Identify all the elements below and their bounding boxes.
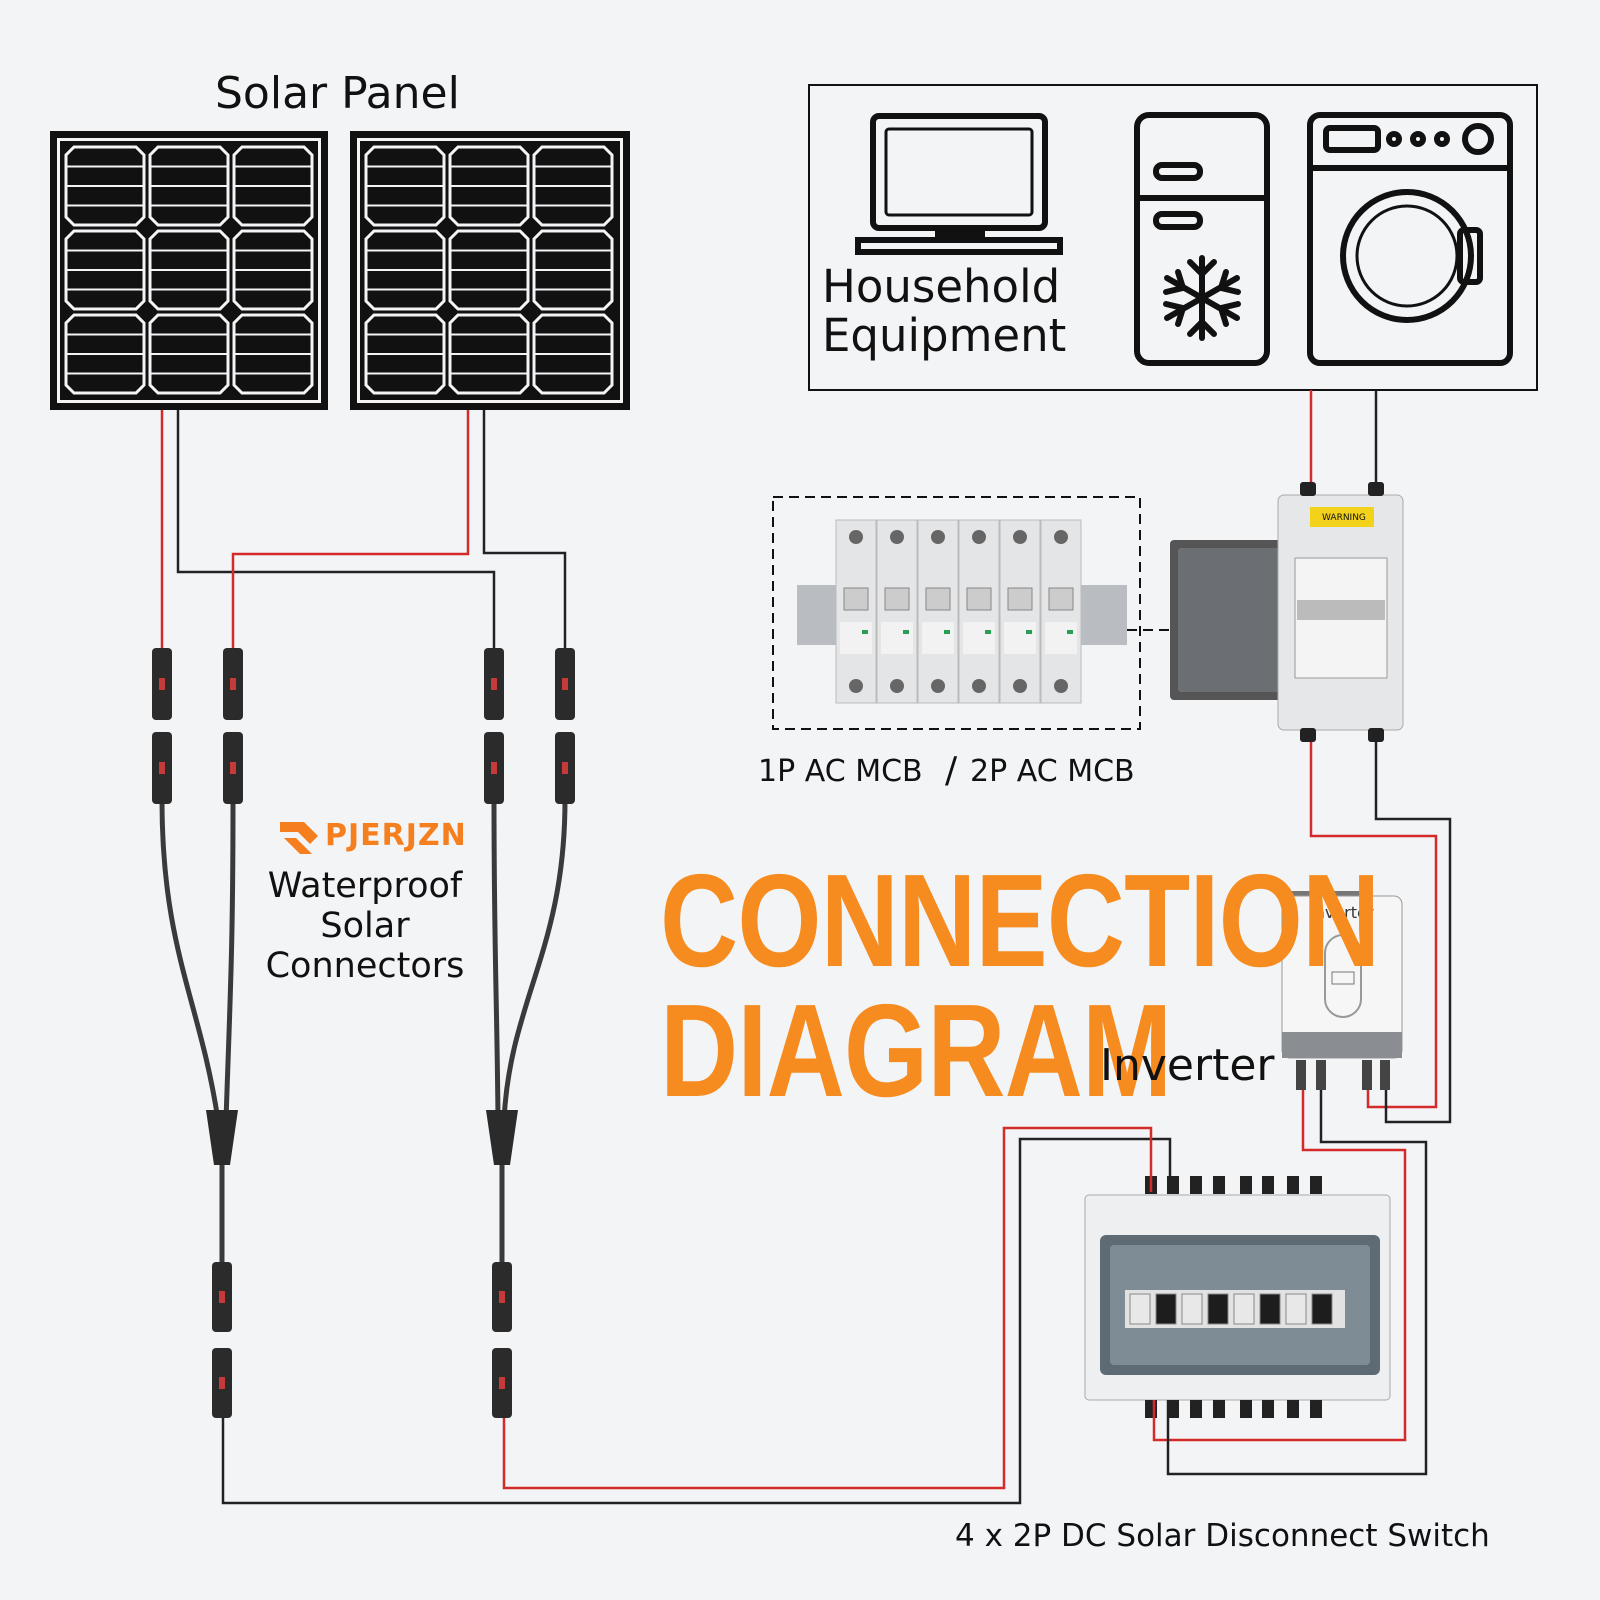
mc4-connector [484,732,504,804]
mcb-1p-label: 1P AC MCB [758,754,923,789]
mcb-breaker [917,519,959,704]
mc4-connector [152,732,172,804]
ac-distribution-box: WARNING [1170,482,1404,742]
solar-cell [364,313,446,395]
wiring [160,390,1452,1505]
solar-cell [448,313,530,395]
solar-cell [232,313,314,395]
solar-cell [532,229,614,311]
dc-disconnect-switch [1084,1176,1391,1418]
mc4-connector [212,1262,232,1332]
mc4-connector [555,648,575,720]
mcb-breakers [835,519,1082,704]
solar-cell [64,145,146,227]
inverter-device: Inverter [1281,891,1403,1090]
inverter-label: Inverter [1100,1040,1275,1091]
y-cable-left [159,799,236,1265]
solar-cell [364,145,446,227]
solar-cell [532,313,614,395]
mc4-connector [152,648,172,720]
connectors-label: Waterproof Solar Connectors [265,866,465,986]
mcb-breaker [835,519,877,704]
mc4-connector [555,732,575,804]
solar-cell [232,145,314,227]
mcb-breaker [1040,519,1082,704]
mc4-connector [223,732,243,804]
mcb-breaker [958,519,1000,704]
mcb-breaker [876,519,918,704]
solar-cell [448,229,530,311]
mc4-connector [223,648,243,720]
dc-switch-label: 4 x 2P DC Solar Disconnect Switch [955,1518,1490,1554]
snowflake-icon [1163,255,1241,341]
brand-name: PJERJZN [325,818,467,853]
y-splitter [486,1110,518,1165]
household-equipment-label: Household Equipment [822,260,1067,362]
brand-logo-icon [280,822,318,854]
warning-label: WARNING [1322,513,1366,523]
solar-cell [532,145,614,227]
mc4-connectors [152,648,575,1418]
mc4-connector [484,648,504,720]
mc4-connector [492,1348,512,1418]
solar-cell [364,229,446,311]
solar-cell [148,229,230,311]
y-cable-right [491,799,568,1265]
solar-panel-label: Solar Panel [215,68,460,119]
y-splitter [206,1110,238,1165]
solar-cell [232,229,314,311]
solar-cell [64,229,146,311]
mc4-connector [212,1348,232,1418]
solar-cell [148,145,230,227]
laptop-icon [855,113,1063,255]
inverter-device-label: Inverter [1310,903,1374,922]
mc4-connector [492,1262,512,1332]
solar-cell [148,313,230,395]
washing-machine-icon [1307,112,1513,366]
mcb-slash: / [945,750,958,791]
mcb-breaker [999,519,1041,704]
title-line-2: DIAGRAM [660,977,1172,1124]
solar-cell [448,145,530,227]
title-line-1: CONNECTION [660,847,1380,994]
household-equipment-box [808,84,1538,391]
solar-cells [64,145,614,395]
refrigerator-icon [1134,112,1270,366]
mcb-dashed-frame [772,496,1141,730]
mcb-2p-label: 2P AC MCB [970,754,1135,789]
solar-cell [64,313,146,395]
